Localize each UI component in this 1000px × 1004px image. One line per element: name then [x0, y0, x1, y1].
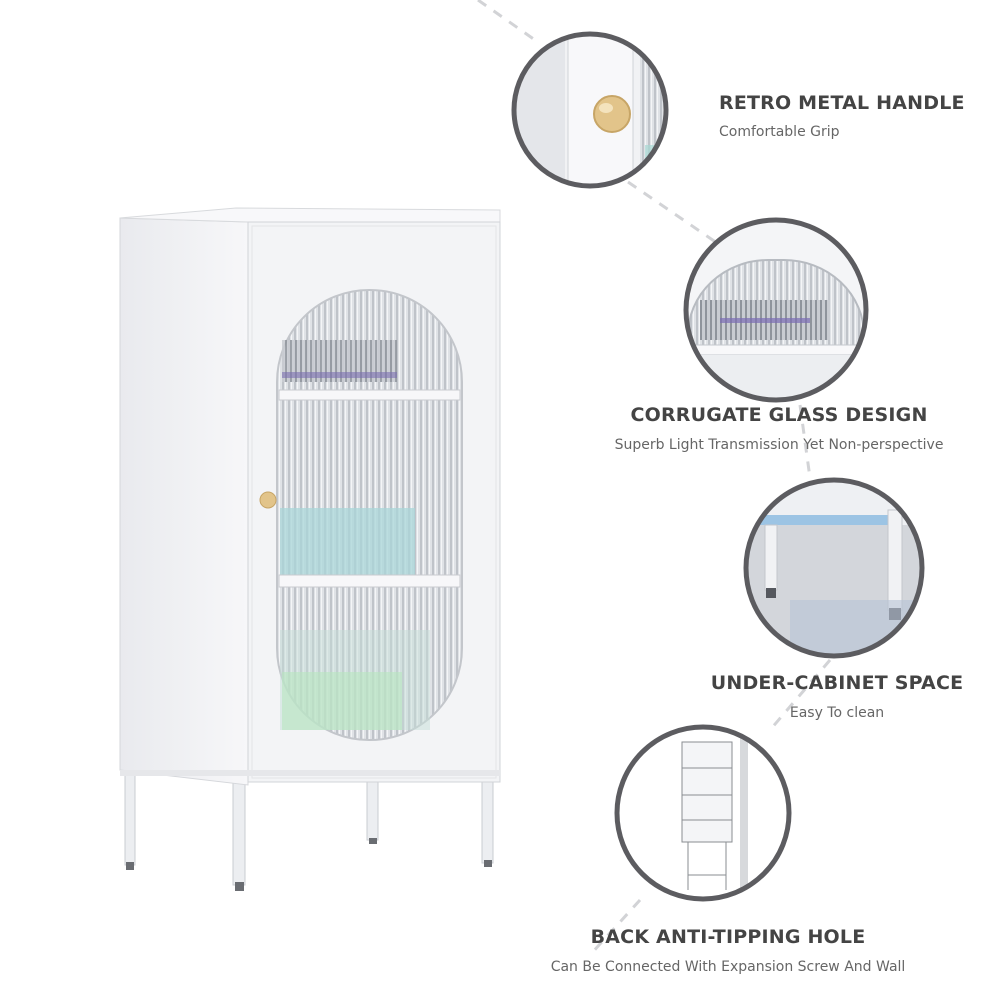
handle-closeup-image	[511, 31, 669, 189]
feature-subtitle-glass: Superb Light Transmission Yet Non-perspe…	[614, 437, 944, 453]
feature-subtitle-handle: Comfortable Grip	[719, 124, 840, 140]
feature-subtitle-under-cabinet: Easy To clean	[789, 705, 885, 721]
feature-title-handle: RETRO METAL HANDLE	[719, 92, 965, 114]
feature-title-anti-tipping: BACK ANTI-TIPPING HOLE	[590, 926, 866, 948]
feature-title-glass: CORRUGATE GLASS DESIGN	[630, 404, 928, 426]
feature-subtitle-anti-tipping: Can Be Connected With Expansion Screw An…	[550, 959, 906, 975]
connector-lines	[477, 0, 832, 957]
glass-closeup-image	[683, 217, 869, 403]
back-closeup-image	[614, 724, 792, 902]
feature-title-under-cabinet: UNDER-CABINET SPACE	[710, 672, 964, 694]
legs-closeup-image	[743, 477, 925, 659]
cabinet-image	[119, 207, 501, 891]
